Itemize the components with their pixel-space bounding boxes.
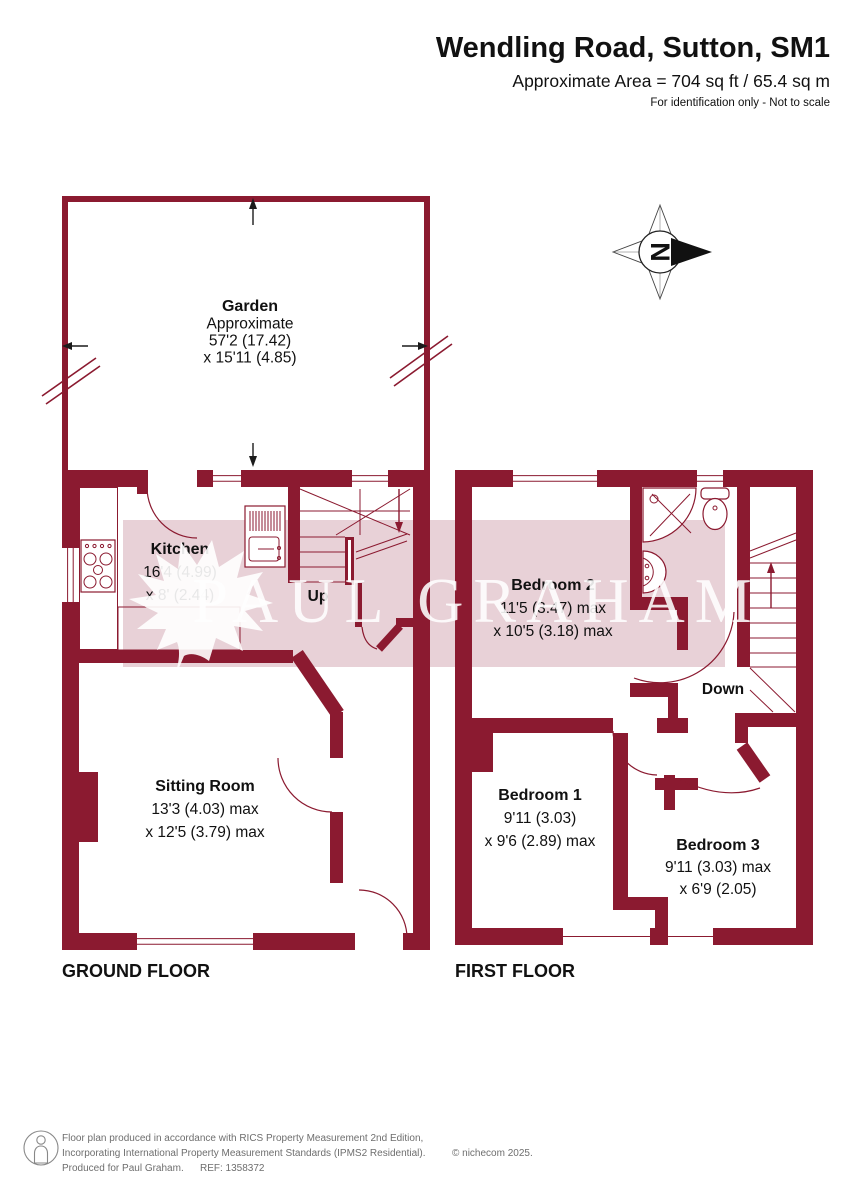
- toilet-icon: [700, 487, 730, 531]
- bedroom2-label: Bedroom 2 11'5 (3.47) max x 10'5 (3.18) …: [493, 577, 613, 640]
- bedroom3-dim-1: 9'11 (3.03) max: [665, 859, 771, 876]
- watermark: PAUL GRAHAM: [129, 540, 761, 684]
- garden-gate-marks: [41, 335, 453, 405]
- footer-copyright: © nichecom 2025.: [452, 1148, 533, 1159]
- watermark-text: PAUL GRAHAM: [192, 565, 761, 636]
- bedroom1-dim-2: x 9'6 (2.89) max: [485, 833, 596, 850]
- bedroom1-name: Bedroom 1: [498, 787, 582, 804]
- garden-dim-3: x 15'11 (4.85): [203, 350, 296, 367]
- bedroom3-name: Bedroom 3: [676, 837, 760, 854]
- footer-ref: REF: 1358372: [200, 1163, 265, 1174]
- garden-name: Garden: [222, 298, 278, 315]
- bedroom2-name: Bedroom 2: [511, 577, 595, 594]
- bedroom3-dim-2: x 6'9 (2.05): [679, 881, 756, 898]
- compass-icon: N: [611, 203, 712, 301]
- sitting-room-dim-2: x 12'5 (3.79) max: [145, 824, 265, 841]
- first-floor-walls: [455, 470, 813, 945]
- person-icon: [23, 1130, 59, 1166]
- first-floor-label: FIRST FLOOR: [455, 961, 575, 981]
- bedroom3-label: Bedroom 3 9'11 (3.03) max x 6'9 (2.05): [665, 837, 771, 898]
- footer-line1: Floor plan produced in accordance with R…: [62, 1133, 423, 1144]
- header: Wendling Road, Sutton, SM1 Approximate A…: [436, 32, 830, 109]
- ground-floor-walls: [62, 470, 430, 950]
- first-floor-windows: [513, 470, 723, 945]
- bedroom1-label: Bedroom 1 9'11 (3.03) x 9'6 (2.89) max: [485, 787, 596, 850]
- first-floor-stairs: [749, 532, 797, 713]
- footer: Floor plan produced in accordance with R…: [23, 1130, 533, 1174]
- kitchen-name: Kitchen: [151, 541, 210, 558]
- sitting-room-dim-1: 13'3 (4.03) max: [151, 801, 258, 818]
- garden-walls: [62, 196, 430, 470]
- basin-icon: [642, 550, 667, 594]
- footer-line2: Incorporating International Property Mea…: [62, 1148, 426, 1159]
- garden-dim-1: Approximate: [206, 316, 293, 333]
- ground-floor-label: GROUND FLOOR: [62, 961, 210, 981]
- stairs-up-label: Up: [308, 588, 329, 605]
- hob-icon: [80, 539, 116, 593]
- garden-measure-arrows: [62, 198, 428, 467]
- sitting-room-label: Sitting Room 13'3 (4.03) max x 12'5 (3.7…: [145, 778, 265, 841]
- garden: Garden Approximate 57'2 (17.42) x 15'11 …: [41, 196, 453, 470]
- sitting-room-name: Sitting Room: [155, 778, 255, 795]
- bedroom1-dim-1: 9'11 (3.03): [504, 810, 576, 827]
- bedroom2-dim-1: 11'5 (3.47) max: [500, 600, 606, 617]
- disclaimer: For identification only - Not to scale: [650, 97, 830, 109]
- bedroom2-dim-2: x 10'5 (3.18) max: [493, 623, 613, 640]
- stairs-down-label: Down: [702, 681, 744, 698]
- leaf-icon: [129, 540, 273, 684]
- first-floor-doors: [612, 611, 761, 794]
- ground-floor-windows: [62, 470, 388, 950]
- first-floor-plan: Bedroom 2 11'5 (3.47) max x 10'5 (3.18) …: [455, 470, 813, 945]
- garden-dim-2: 57'2 (17.42): [209, 333, 291, 350]
- garden-label: Garden Approximate 57'2 (17.42) x 15'11 …: [203, 298, 296, 367]
- approximate-area: Approximate Area = 704 sq ft / 65.4 sq m: [512, 71, 830, 91]
- footer-line3: Produced for Paul Graham.: [62, 1163, 184, 1174]
- ground-floor-doors: [146, 486, 408, 939]
- ground-floor-stairs: [299, 488, 411, 583]
- page-title: Wendling Road, Sutton, SM1: [436, 32, 830, 64]
- sink-unit-icon: [244, 505, 286, 568]
- compass-north-letter: N: [645, 242, 675, 262]
- shower-icon: [642, 487, 697, 543]
